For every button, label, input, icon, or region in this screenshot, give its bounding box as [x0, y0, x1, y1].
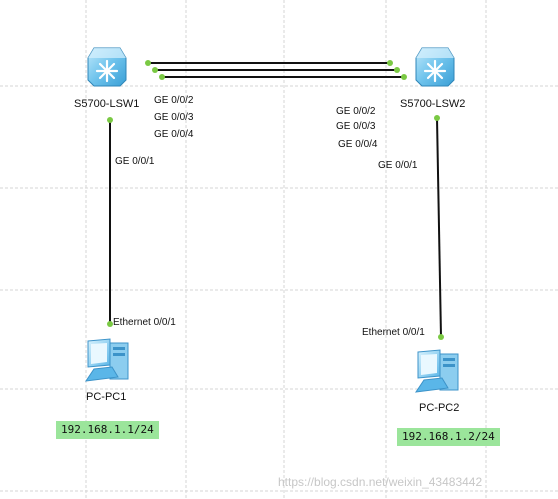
port-dot [434, 115, 440, 121]
pc-name-pc1: PC-PC1 [86, 391, 127, 403]
pc-name-pc2: PC-PC2 [419, 402, 460, 414]
port-dot [387, 60, 393, 66]
port-dot [159, 74, 165, 80]
port-dot [401, 74, 407, 80]
watermark: https://blog.csdn.net/weixin_43483442 [278, 475, 483, 489]
port-dot [107, 117, 113, 123]
port-label: Ethernet 0/0/1 [113, 317, 176, 328]
switch-name-lsw2: S5700-LSW2 [400, 98, 466, 110]
switch-name-lsw1: S5700-LSW1 [74, 98, 140, 110]
port-label: GE 0/0/4 [154, 129, 194, 140]
layer3-switch-icon[interactable] [86, 46, 128, 88]
port-label: GE 0/0/4 [338, 139, 378, 150]
port-label: GE 0/0/1 [115, 156, 155, 167]
desktop-pc-icon[interactable] [414, 348, 466, 398]
port-label: GE 0/0/3 [154, 112, 194, 123]
link-lsw2-pc2[interactable] [436, 117, 442, 338]
port-label: GE 0/0/2 [336, 106, 376, 117]
port-label: GE 0/0/1 [378, 160, 418, 171]
port-dot [107, 321, 113, 327]
ip-label-pc1: 192.168.1.1/24 [56, 421, 159, 439]
port-dot [152, 67, 158, 73]
layer3-switch-icon[interactable] [414, 46, 456, 88]
port-dot [145, 60, 151, 66]
desktop-pc-icon[interactable] [84, 337, 136, 387]
port-label: Ethernet 0/0/1 [362, 327, 425, 338]
port-label: GE 0/0/2 [154, 95, 194, 106]
ip-label-pc2: 192.168.1.2/24 [397, 428, 500, 446]
port-label: GE 0/0/3 [336, 121, 376, 132]
port-dot [394, 67, 400, 73]
port-dot [438, 334, 444, 340]
